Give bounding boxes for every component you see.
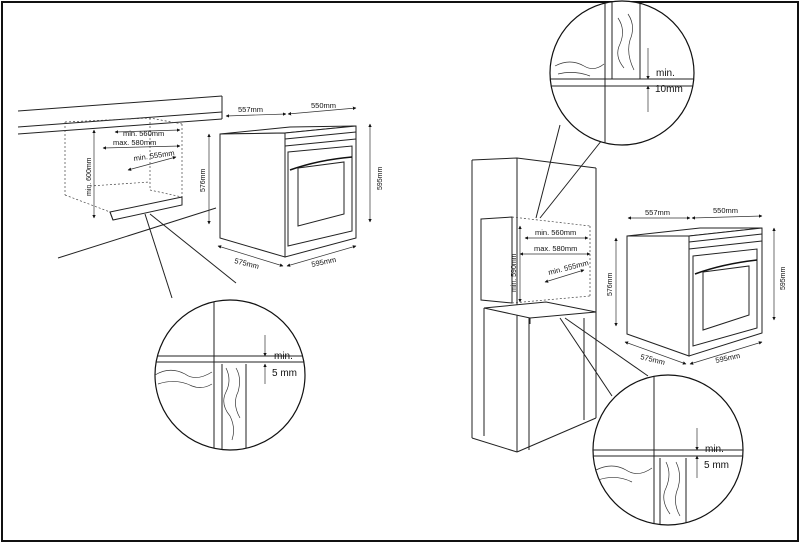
right-dim-width-min: min. 560mm	[535, 228, 576, 237]
left-oven-bottom-width: 595mm	[311, 255, 337, 269]
right-top-callout-line-b	[539, 139, 603, 219]
left-detail-magnifier: min. 5 mm	[154, 299, 306, 451]
left-oven-top-width: 550mm	[311, 101, 336, 110]
left-dim-width-max: max. 580mm	[113, 138, 156, 147]
left-dim-depth: min. 555mm	[133, 148, 175, 163]
left-dim-depth-line	[127, 156, 177, 171]
right-dim-depth: min. 555mm	[547, 258, 589, 277]
right-installation: min. 560mm max. 580mm min. 555mm min. 59…	[471, 0, 787, 526]
right-oven-side-height: 576mm	[607, 272, 614, 296]
left-installation: min. 560mm max. 580mm min. 555mm min. 60…	[17, 95, 384, 451]
left-dim-width-max-line	[102, 144, 181, 150]
right-oven-bottom-width-line	[689, 341, 763, 365]
left-countertop	[17, 95, 223, 135]
right-oven-bottom-depth-line	[624, 341, 687, 365]
left-detail-gap-label-2: 5 mm	[272, 368, 297, 379]
left-detail-gap-label-1: min.	[274, 351, 293, 362]
right-dim-height: min. 590mm	[511, 253, 518, 292]
right-top-detail-magnifier: min. 10mm	[549, 0, 695, 146]
right-top-detail-gap-label-1: min.	[656, 68, 675, 79]
right-tall-cabinet	[471, 157, 597, 453]
right-dim-width-max: max. 580mm	[534, 244, 577, 253]
right-oven-front-height: 595mm	[780, 266, 787, 290]
left-callout-line-a	[144, 213, 173, 299]
left-oven-side-height: 576mm	[200, 168, 207, 192]
left-oven-bottom-depth-line	[217, 245, 284, 267]
left-dim-width-min: min. 560mm	[123, 129, 164, 138]
left-dim-height: min. 600mm	[86, 157, 93, 196]
right-oven-bottom-depth: 575mm	[640, 352, 666, 367]
right-oven-top-depth: 557mm	[645, 208, 670, 217]
left-oven-bottom-width-line	[286, 245, 357, 267]
left-oven-front-height: 595mm	[377, 166, 384, 190]
right-oven-top-width-line	[691, 214, 763, 220]
right-oven-top-width: 550mm	[713, 206, 738, 215]
left-floor-line	[57, 207, 217, 259]
left-dim-width-line	[114, 128, 181, 134]
right-dim-depth-line	[544, 269, 585, 283]
left-oven-bottom-depth: 575mm	[234, 256, 260, 271]
right-oven-bottom-width: 595mm	[715, 351, 741, 365]
left-oven-top-depth-line	[225, 112, 287, 118]
right-bottom-callout-line-a	[559, 317, 613, 397]
left-oven	[219, 125, 357, 258]
right-oven	[626, 227, 763, 357]
left-oven-top-depth: 557mm	[238, 105, 263, 114]
right-bottom-callout-line-b	[564, 317, 649, 377]
left-oven-top-width-line	[287, 106, 357, 116]
right-top-callout-line-a	[535, 124, 561, 219]
right-bottom-detail-gap-label-2: 5 mm	[704, 460, 729, 471]
left-callout-line-b	[149, 213, 237, 284]
right-top-detail-gap-label-2: 10mm	[655, 84, 683, 95]
right-bottom-detail-magnifier: min. 5 mm	[592, 374, 744, 526]
right-bottom-detail-gap-label-1: min.	[705, 444, 724, 455]
